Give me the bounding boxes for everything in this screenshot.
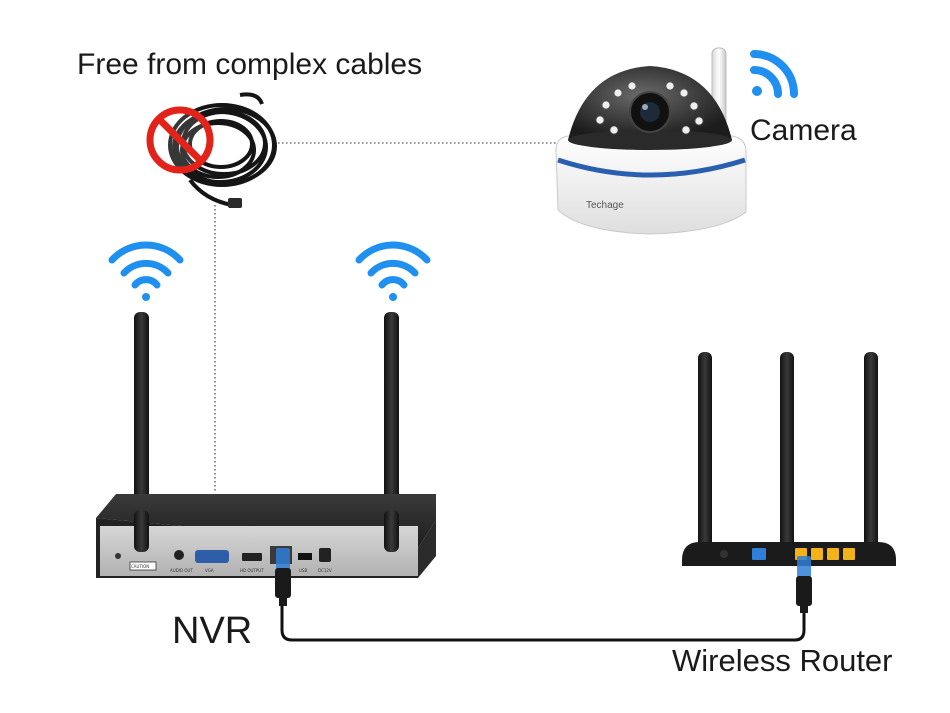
port-label-audio: AUDIO OUT xyxy=(170,568,193,573)
wireless-router xyxy=(682,352,896,566)
ethernet-plug-icon xyxy=(796,556,812,613)
wifi-icon xyxy=(752,54,794,96)
dome-camera: Techage xyxy=(556,48,746,234)
wifi-icon xyxy=(359,245,427,301)
antenna-icon xyxy=(698,352,712,552)
port-label-usb: USB xyxy=(299,568,307,573)
prohibited-sign xyxy=(150,110,210,170)
antenna-icon xyxy=(864,352,878,552)
camera-brand: Techage xyxy=(586,200,624,211)
caution-label: CAUTION xyxy=(131,564,149,569)
nvr-device: CAUTION AUDIO OUT VGA HD OUTPUT USB DC12… xyxy=(96,312,436,578)
no-cable-icon xyxy=(150,94,275,208)
port-label-hd: HD OUTPUT xyxy=(240,568,264,573)
antenna-icon xyxy=(780,352,794,552)
ethernet-cable xyxy=(282,605,804,640)
wifi-icon xyxy=(112,245,180,301)
port-label-dc: DC12V xyxy=(318,568,332,573)
port-label-vga: VGA xyxy=(205,568,214,573)
ethernet-plug-icon xyxy=(275,548,291,606)
